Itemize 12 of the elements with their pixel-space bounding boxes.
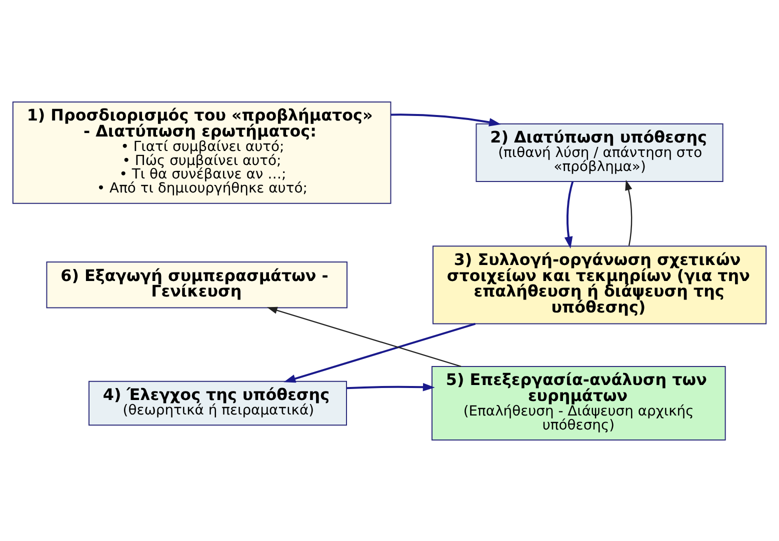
- arrow: [346, 382, 435, 391]
- node-box: 1) Προσδιορισμός του «προβλήματος» - Διατύπωση ερωτήματος: • Γιατί συμβαίνει αυτό; • Πώς συμβαίνει αυτό; • Τι θα συνέβαινε αν …; • Από τι δημιουργήθηκε αυτό;: [12, 100, 392, 204]
- arrow: [266, 306, 462, 366]
- node-box: 3) Συλλογή-οργάνωση σχετικών στοιχείων και τεκμηρίων (για την επαλήθευση ή διάψευση της υπόθεσης): [432, 245, 767, 324]
- node-box: 6) Εξαγωγή συμπερασμάτων - Γενίκευση: [46, 261, 348, 308]
- node-box: 4) Έλεγχος της υπόθεσης (θεωρητικά ή πειραματικά): [88, 380, 347, 426]
- node-box: 5) Επεξεργασία-ανάλυση των ευρημάτων (Επαλήθευση - Διάψευση αρχικής υπόθεσης): [432, 365, 726, 440]
- arrow: [390, 113, 502, 126]
- arrow: [625, 179, 632, 246]
- arrow: [284, 322, 476, 382]
- node-box: 2) Διατύπωση υπόθεσης (πιθανή λύση / απάντηση στο «πρόβλημα»): [476, 122, 724, 182]
- arrow: [564, 180, 574, 248]
